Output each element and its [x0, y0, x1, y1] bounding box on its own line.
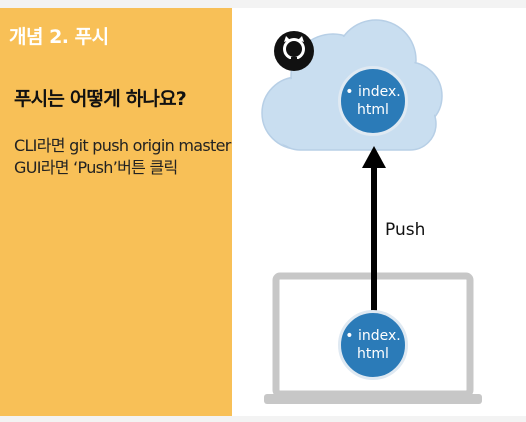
remote-file-name-2: html — [357, 102, 389, 118]
remote-file-circle: • index. html — [338, 66, 408, 136]
push-label: Push — [385, 220, 426, 240]
gui-instruction: GUI라면 ‘Push’버튼 클릭 — [14, 158, 178, 177]
question-heading: 푸시는 어떻게 하나요? — [14, 88, 187, 110]
cli-instruction: CLI라면 git push origin master — [14, 136, 231, 155]
push-arrow — [362, 146, 386, 314]
local-file-circle: • index. html — [338, 310, 408, 380]
local-file-name-1: • index. — [345, 328, 401, 344]
remote-file-name-1: • index. — [345, 84, 401, 100]
left-panel: 개념 2. 푸시 푸시는 어떻게 하나요? — [0, 8, 232, 416]
slide: 개념 2. 푸시 푸시는 어떻게 하나요? CLI라면 git push ori… — [0, 8, 526, 416]
github-icon — [274, 31, 314, 71]
local-file-name-2: html — [357, 346, 389, 362]
slide-title: 개념 2. 푸시 — [9, 26, 109, 48]
